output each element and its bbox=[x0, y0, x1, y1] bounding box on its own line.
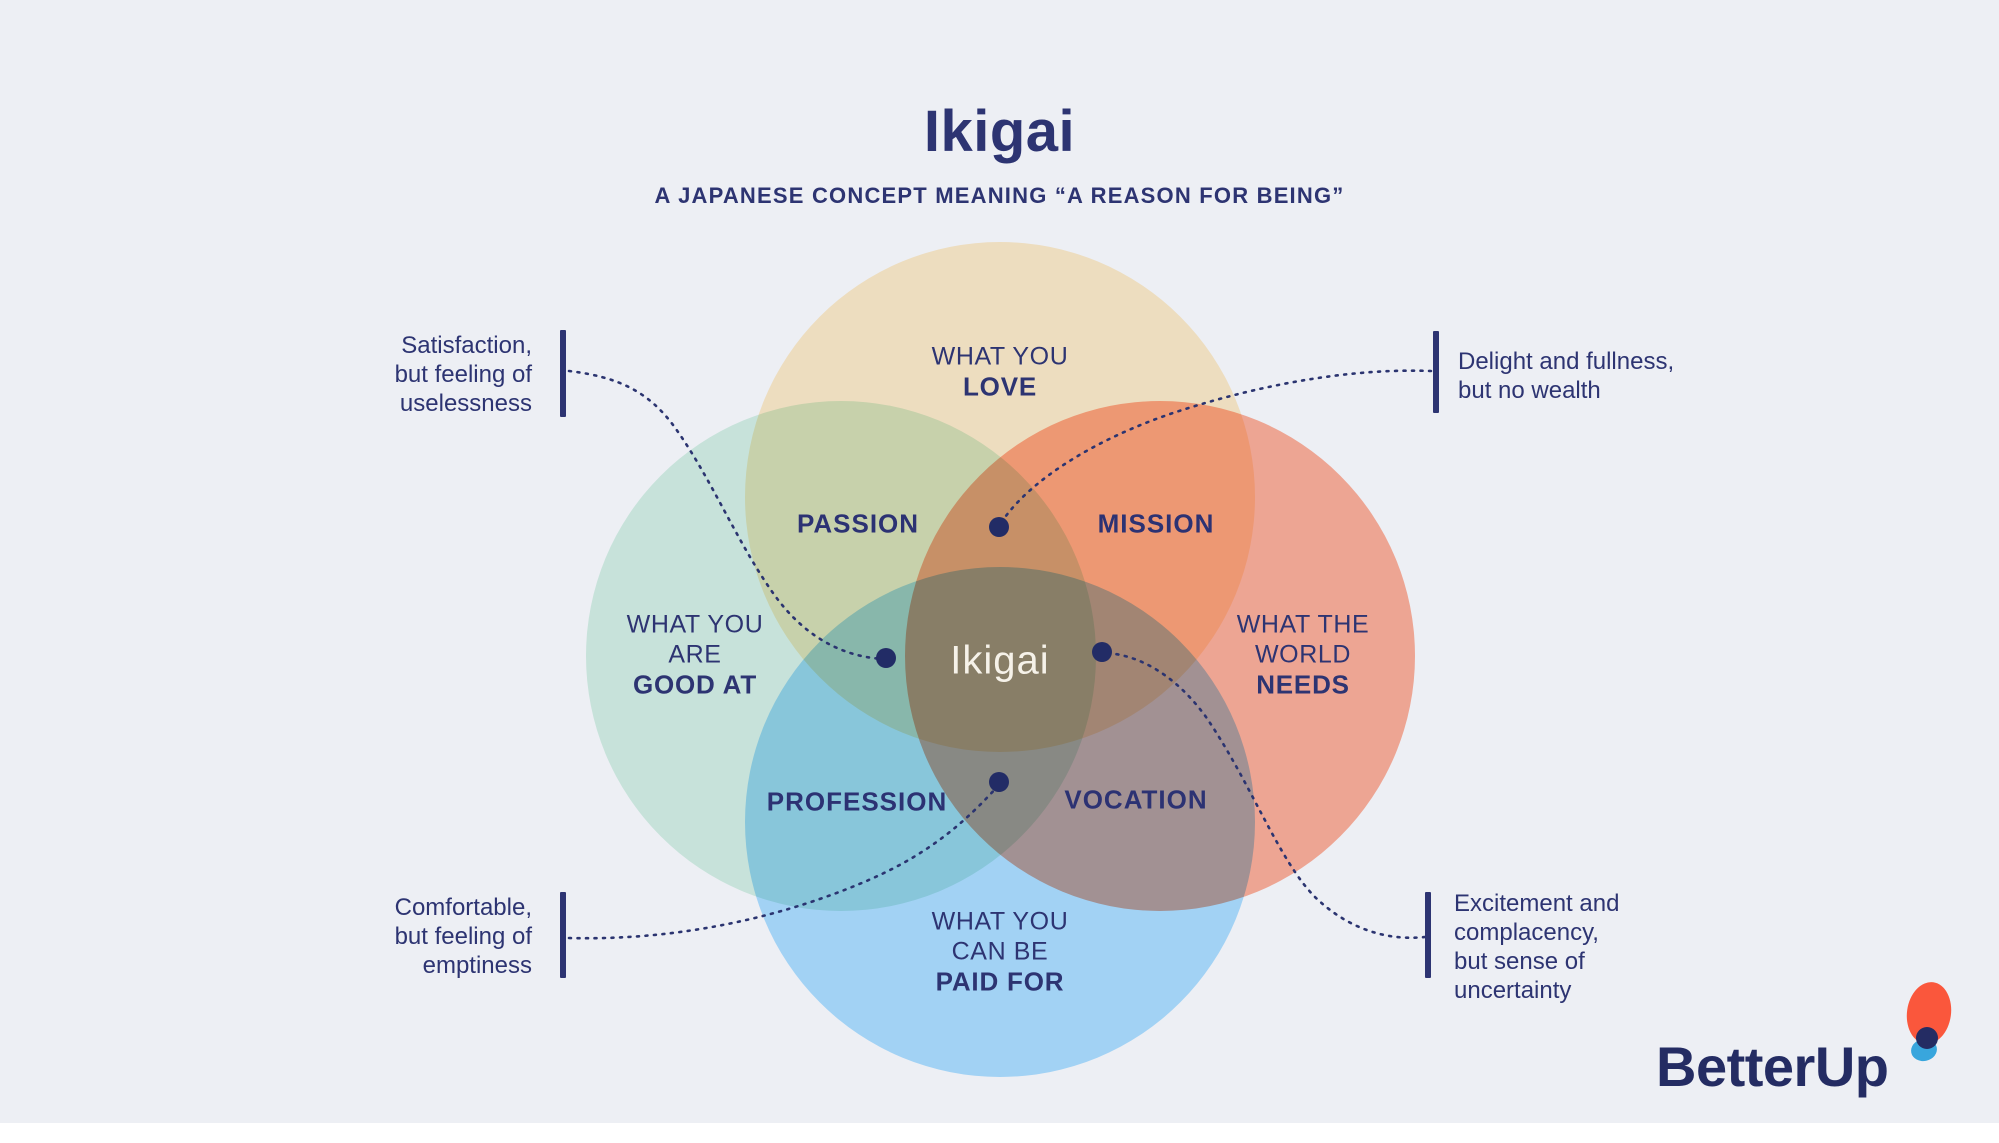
callout-line: uselessness bbox=[399, 390, 532, 417]
callout-line: but no wealth bbox=[1458, 377, 1601, 404]
logo-flame-navy-dot bbox=[1916, 1027, 1938, 1049]
label-line-bold: NEEDS bbox=[1256, 669, 1350, 700]
betterup-logo: BetterUp bbox=[1656, 982, 1952, 1098]
label-line: WHAT YOU bbox=[931, 342, 1069, 371]
callout-bar-bottom-left bbox=[560, 892, 566, 978]
callout-bar-top-left bbox=[560, 330, 566, 417]
label-profession: PROFESSION bbox=[766, 786, 948, 817]
label-line-bold: PAID FOR bbox=[935, 966, 1065, 997]
label-ikigai-center: Ikigai bbox=[950, 638, 1050, 683]
label-vocation: VOCATION bbox=[1064, 784, 1208, 815]
page-subtitle: A JAPANESE CONCEPT MEANING “A REASON FOR… bbox=[654, 183, 1345, 208]
callout-line: Satisfaction, bbox=[401, 332, 532, 359]
label-line-bold: LOVE bbox=[962, 371, 1037, 402]
callout-bar-top-right bbox=[1433, 331, 1439, 413]
callout-line: but sense of bbox=[1454, 948, 1585, 975]
callout-top-right: Delight and fullness, but no wealth bbox=[1458, 347, 1674, 405]
callout-bottom-left: Comfortable, but feeling of emptiness bbox=[290, 893, 532, 980]
label-line: WHAT THE bbox=[1236, 610, 1370, 639]
betterup-wordmark: BetterUp bbox=[1656, 1035, 1888, 1098]
callout-bottom-right: Excitement and complacency, but sense of… bbox=[1454, 889, 1619, 1005]
label-line: WHAT YOU bbox=[626, 610, 764, 639]
callout-line: but feeling of bbox=[394, 923, 532, 950]
label-what-you-can-be-paid-for: WHAT YOU CAN BE PAID FOR bbox=[932, 907, 1069, 998]
label-line: WHAT YOU bbox=[931, 907, 1069, 936]
callout-line: Comfortable, bbox=[394, 894, 532, 921]
label-line-bold: GOOD AT bbox=[632, 669, 758, 700]
label-line: WORLD bbox=[1254, 640, 1352, 669]
callout-bar-bottom-right bbox=[1425, 892, 1431, 978]
callout-line: emptiness bbox=[422, 952, 532, 979]
callout-line: Excitement and bbox=[1454, 890, 1620, 917]
betterup-logo-flame-icon bbox=[1906, 982, 1952, 1062]
label-passion: PASSION bbox=[796, 508, 920, 539]
label-what-you-love: WHAT YOU LOVE bbox=[932, 342, 1069, 403]
callout-top-left: Satisfaction, but feeling of uselessness bbox=[290, 331, 532, 418]
page-title: Ikigai bbox=[923, 99, 1076, 164]
logo-flame-orange-blob bbox=[1906, 982, 1952, 1044]
callout-line: Delight and fullness, bbox=[1458, 348, 1675, 375]
label-line: ARE bbox=[668, 640, 722, 669]
callout-line: but feeling of bbox=[394, 361, 532, 388]
label-line: CAN BE bbox=[951, 937, 1049, 966]
label-mission: MISSION bbox=[1097, 508, 1215, 539]
callout-line: complacency, bbox=[1454, 919, 1599, 946]
footer-strip bbox=[0, 1123, 1999, 1143]
callout-line: uncertainty bbox=[1454, 977, 1572, 1004]
label-what-you-are-good-at: WHAT YOU ARE GOOD AT bbox=[627, 610, 764, 701]
label-what-the-world-needs: WHAT THE WORLD NEEDS bbox=[1237, 610, 1370, 701]
